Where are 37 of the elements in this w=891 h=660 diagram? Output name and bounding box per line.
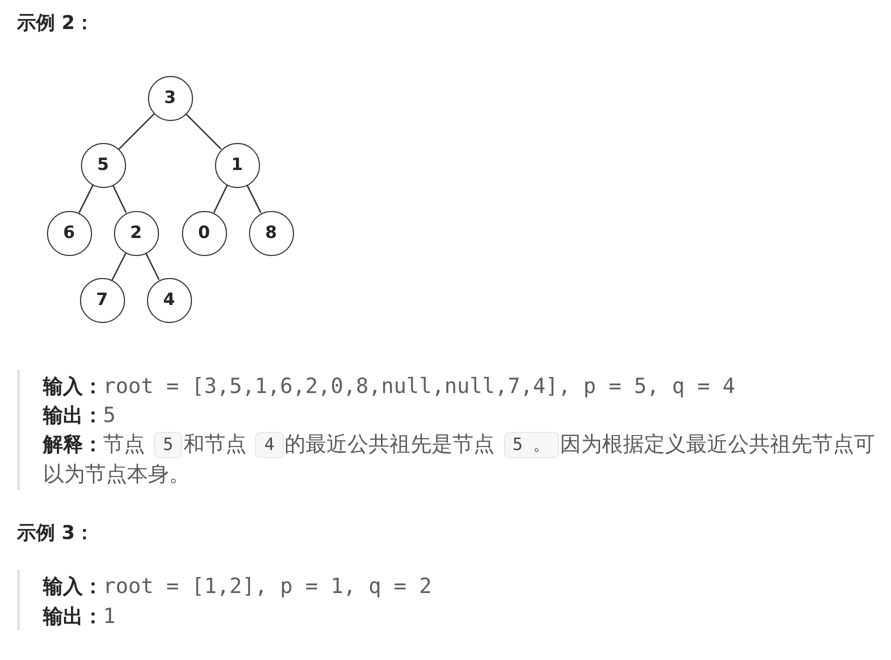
tree-edge <box>118 113 155 150</box>
tree-edge <box>213 184 228 214</box>
code-value: 1 <box>103 604 116 628</box>
section-heading: 示例 3： <box>17 521 94 545</box>
node-value: 3 <box>164 88 176 108</box>
code-value: root = [1,2], p = 1, q = 2 <box>103 574 432 598</box>
tree-edge <box>78 184 94 214</box>
tree-edge <box>185 113 222 150</box>
code-value: 5 <box>103 403 116 427</box>
tree-node <box>148 76 192 120</box>
tree-edge <box>246 184 262 214</box>
node-value: 7 <box>96 290 108 310</box>
tree-node <box>114 210 158 256</box>
tree-edge <box>112 184 127 214</box>
field-label: 输出： <box>43 403 103 427</box>
node-value: 0 <box>198 223 210 243</box>
section-heading: 示例 2： <box>17 11 94 35</box>
node-value: 4 <box>163 290 175 310</box>
tree-node <box>248 210 294 256</box>
explanation-text: 解释：节点 5 和节点 4 的最近公共祖先是节点 5 。 因为根据定义最近公共祖先节点可以为节点本身。 <box>43 431 876 488</box>
node-value: 6 <box>63 223 75 243</box>
field-label: 输出： <box>43 604 103 628</box>
node-value: 2 <box>130 223 142 243</box>
tree-node <box>80 278 124 322</box>
field-label: 输入： <box>43 574 103 598</box>
field-label: 输入： <box>43 374 103 398</box>
node-value: 5 <box>97 155 109 175</box>
node-value: 8 <box>265 223 277 243</box>
tree-node <box>46 210 92 256</box>
tree-node <box>214 142 260 188</box>
node-value: 1 <box>231 155 243 175</box>
tree-edge <box>145 252 160 280</box>
tree-edge <box>112 252 126 280</box>
code-value: root = [3,5,1,6,2,0,8,null,null,7,4], p = 5, q = 4 <box>103 374 736 398</box>
tree-node <box>182 210 226 256</box>
tree-node <box>146 278 192 322</box>
tree-node <box>80 142 126 188</box>
